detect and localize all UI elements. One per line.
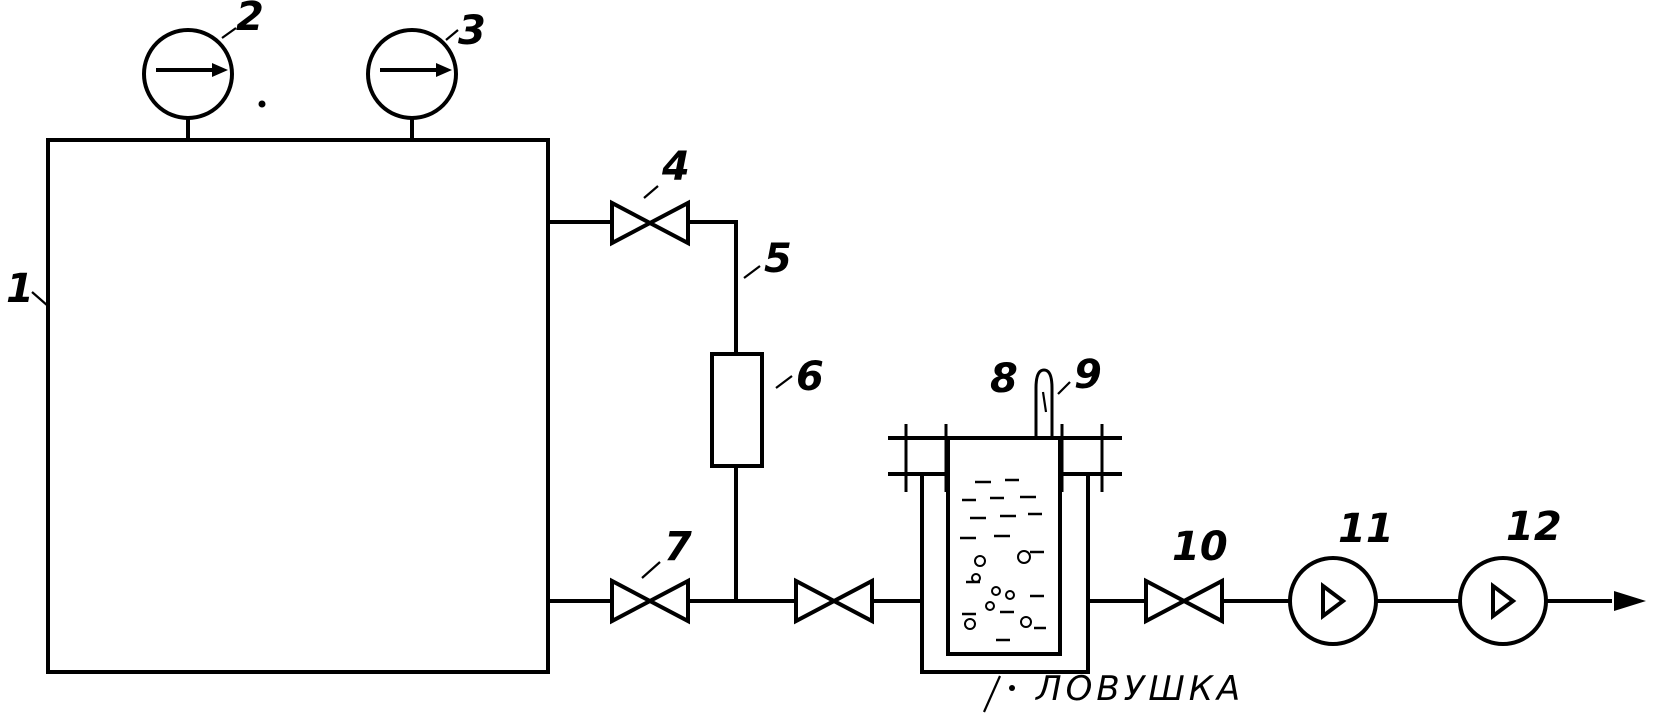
upper-line <box>546 199 738 356</box>
label-valve-10: 10 <box>1172 524 1228 570</box>
valve-4 <box>610 199 690 247</box>
label-pump-12: 12 <box>1506 504 1562 550</box>
valve-unlabeled <box>794 577 874 625</box>
stray-dot <box>258 100 266 108</box>
valve-7 <box>610 577 690 625</box>
label-trap-8: 8 <box>990 356 1018 402</box>
label-thermometer-9: 9 <box>1074 352 1102 398</box>
bubbles <box>964 550 1032 630</box>
label-valve-7: 7 <box>664 524 692 570</box>
pump-11 <box>1288 556 1378 646</box>
label-valve-4: 4 <box>661 144 690 190</box>
trap-caption: ЛОВУШКА <box>1034 669 1244 709</box>
pump-12 <box>1458 556 1548 646</box>
gauge-3 <box>366 28 458 142</box>
liquid-level <box>960 478 1046 642</box>
vacuum-chamber <box>46 138 550 674</box>
label-chamber: 1 <box>6 266 34 312</box>
label-element-6: 6 <box>796 354 824 400</box>
lower-line <box>546 577 924 625</box>
label-pipe-5: 5 <box>764 236 792 282</box>
gauge-2 <box>142 28 234 142</box>
caption-dot <box>1009 685 1015 691</box>
label-gauge-2: 2 <box>236 0 264 40</box>
label-gauge-3: 3 <box>458 8 486 54</box>
exhaust-arrow-icon <box>1614 591 1646 611</box>
thermometer-icon <box>1034 368 1054 438</box>
label-pump-11: 11 <box>1338 506 1394 552</box>
cold-trap <box>888 424 1148 674</box>
element-6 <box>710 352 764 468</box>
valve-10 <box>1144 577 1224 625</box>
